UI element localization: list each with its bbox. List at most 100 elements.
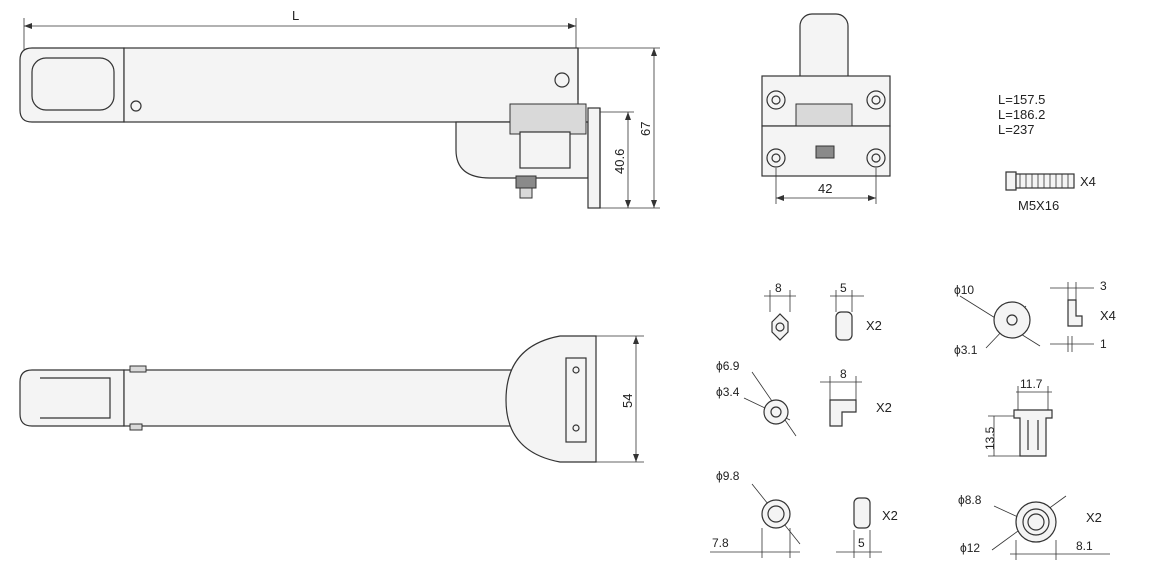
- sleeve-outer-dia-label: ϕ12: [960, 541, 980, 555]
- arm-handle: [19, 47, 125, 123]
- disc-inner: [1006, 314, 1018, 326]
- nut-hole: [775, 322, 785, 332]
- arrowhead: [568, 23, 576, 29]
- top-view: 54: [19, 335, 644, 463]
- mount-hole-inner: [871, 153, 881, 163]
- arrowhead: [625, 112, 631, 120]
- nut: [515, 175, 537, 189]
- arrowhead: [625, 200, 631, 208]
- clip-height-label: 13.5: [983, 426, 997, 450]
- nut-part: 8 5 X2: [764, 281, 882, 341]
- screw-threads: [1019, 174, 1069, 188]
- sleeve-outer: [1015, 501, 1057, 543]
- screw-part: X4 M5X16: [1005, 171, 1096, 213]
- disc-side-view: [1067, 299, 1083, 327]
- pin-width-label: 8: [840, 367, 847, 381]
- side-view: L 67 40.6: [19, 8, 660, 209]
- washer-part: ϕ6.9 ϕ3.4: [716, 359, 797, 437]
- pad-shape: [853, 497, 871, 529]
- washer-inner-dia-label: ϕ3.4: [716, 385, 740, 399]
- length-label: L: [292, 8, 299, 23]
- nut-side-view: [835, 311, 853, 341]
- mount-hole: [866, 148, 886, 168]
- screw-shank: [1015, 173, 1075, 189]
- nut-qty: X2: [866, 318, 882, 333]
- handle-slot: [31, 57, 115, 111]
- pad-qty: X2: [882, 508, 898, 523]
- washer-outer: [763, 399, 789, 425]
- hex-nut: [771, 313, 789, 341]
- arm-body-top: [123, 369, 569, 427]
- disc-step-label: 1: [1100, 337, 1107, 351]
- screw-qty: X4: [1080, 174, 1096, 189]
- length-option-157-5: L=157.5: [998, 92, 1045, 107]
- arrowhead: [24, 23, 32, 29]
- length-options: L=157.5 L=186.2 L=237: [998, 92, 1045, 137]
- height-40-6-label: 40.6: [612, 149, 627, 174]
- mount-plate: [587, 107, 601, 209]
- handle-inner-top: [40, 377, 111, 419]
- arrowhead: [651, 200, 657, 208]
- arm-body: [123, 47, 579, 123]
- sleeve-qty: X2: [1086, 510, 1102, 525]
- pivot-hole: [130, 100, 142, 112]
- disc-part: ϕ10 ϕ3.1 3 1 X4: [954, 279, 1116, 357]
- sleeve-inner-dia-label: ϕ8.8: [958, 493, 982, 507]
- sleeve-inner: [1027, 513, 1045, 531]
- pin-part: 8 X2: [820, 367, 892, 427]
- sleeve-mid: [1022, 508, 1050, 536]
- clip-part: 11.7 13.5: [983, 377, 1053, 457]
- disc-outer: [993, 301, 1031, 339]
- screw-hole: [554, 72, 570, 88]
- bracket-hole: [572, 424, 580, 432]
- disc-qty: X4: [1100, 308, 1116, 323]
- bushing-outer-dia-label: ϕ9.8: [716, 469, 740, 483]
- disc-thickness-label: 3: [1100, 279, 1107, 293]
- mount-hole-inner: [871, 95, 881, 105]
- bracket-slot: [565, 357, 587, 443]
- end-view: 42: [761, 13, 891, 204]
- arrowhead: [633, 454, 639, 462]
- washer-outer-dia-label: ϕ6.9: [716, 359, 740, 373]
- pin-shape: [829, 399, 857, 427]
- mount-hole: [766, 148, 786, 168]
- washer-inner: [770, 406, 782, 418]
- pin-bottom: [129, 423, 143, 431]
- leader-line: [993, 505, 1021, 519]
- sleeve-length-label: 8.1: [1076, 539, 1093, 553]
- bushing-length-label: 7.8: [712, 536, 729, 550]
- screw-spec: M5X16: [1018, 198, 1059, 213]
- bolt-end: [519, 187, 533, 199]
- arrowhead: [633, 336, 639, 344]
- mount-hole: [866, 90, 886, 110]
- pin-qty: X2: [876, 400, 892, 415]
- arrowhead: [868, 195, 876, 201]
- bracket-hole: [572, 366, 580, 374]
- bracket-block-end: [795, 103, 853, 129]
- arrowhead: [651, 48, 657, 56]
- screw-head: [1005, 171, 1017, 191]
- nut-width-label: 8: [775, 281, 782, 295]
- mount-hole-inner: [771, 95, 781, 105]
- length-option-186-2: L=186.2: [998, 107, 1045, 122]
- disc-outer-dia-label: ϕ10: [954, 283, 974, 297]
- bracket-block: [509, 103, 587, 135]
- nut-end-view: [815, 145, 835, 159]
- pin-top: [129, 365, 147, 373]
- height-67-label: 67: [638, 122, 653, 136]
- sleeve-part: ϕ8.8 ϕ12 X2 8.1: [958, 493, 1110, 560]
- pad-part: X2 5: [836, 497, 898, 558]
- bushing-inner: [767, 505, 785, 523]
- arrowhead: [776, 195, 784, 201]
- spacing-42-label: 42: [818, 181, 832, 196]
- disc-inner-dia-label: ϕ3.1: [954, 343, 978, 357]
- bushing-part: ϕ9.8 7.8: [710, 469, 801, 558]
- mount-bracket-top: [505, 335, 597, 463]
- mount-hole-inner: [771, 153, 781, 163]
- bracket-plate: [519, 131, 571, 169]
- bushing-outer: [761, 499, 791, 529]
- mount-hole: [766, 90, 786, 110]
- width-54-label: 54: [620, 394, 635, 408]
- arm-handle-top: [19, 369, 125, 427]
- length-option-237: L=237: [998, 122, 1035, 137]
